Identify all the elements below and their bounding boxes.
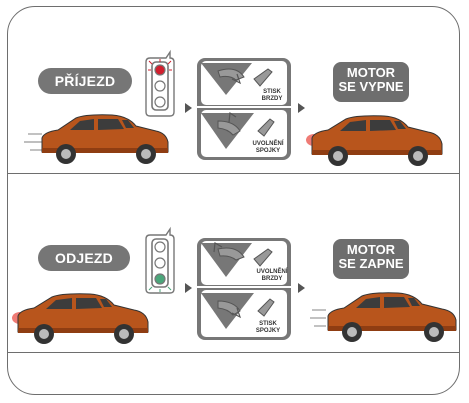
diagram-frame (7, 6, 460, 395)
pedal-bottom-text-line2: SPOJKY (256, 328, 280, 334)
arrival-label: PŘÍJEZD (38, 68, 132, 94)
pedal-bottom-text-line1: STISK (259, 321, 277, 327)
traffic-light-icon-green (145, 226, 175, 294)
arrow-right-icon (185, 103, 192, 113)
pedal-bottom-text-line2: SPOJKY (256, 148, 280, 154)
motion-lines-icon (310, 309, 326, 327)
car-icon-arrival-moving (24, 114, 169, 164)
traffic-light-icon-red (145, 49, 175, 117)
arrow-right-icon (185, 283, 192, 293)
pedal-top-text-line1: STISK (263, 89, 281, 95)
red-lamp (154, 64, 166, 76)
departure-label: ODJEZD (38, 245, 130, 271)
arrow-right-icon (298, 283, 305, 293)
pedal-top-text-line2: BRZDY (262, 276, 283, 282)
pedal-top-text-line2: BRZDY (262, 96, 283, 102)
row-divider (8, 173, 459, 174)
green-lamp (154, 273, 166, 285)
car-icon-departure-stopped (12, 293, 149, 344)
pedal-panel-departure: UVOLNĚNÍ BRZDY STISK SPOJKY (197, 238, 291, 340)
car-icon-arrival-stopped (306, 115, 443, 166)
motion-lines-icon (24, 133, 42, 151)
pedal-panel-arrival: STISK BRZDY UVOLNĚNÍ SPOJKY (197, 58, 291, 160)
car-icon-departure-moving (310, 292, 457, 342)
pedal-top-text-line1: UVOLNĚNÍ (256, 267, 287, 275)
arrow-right-icon (298, 103, 305, 113)
pedal-bottom-text-line1: UVOLNĚNÍ (252, 139, 283, 147)
bottom-divider (8, 352, 459, 353)
